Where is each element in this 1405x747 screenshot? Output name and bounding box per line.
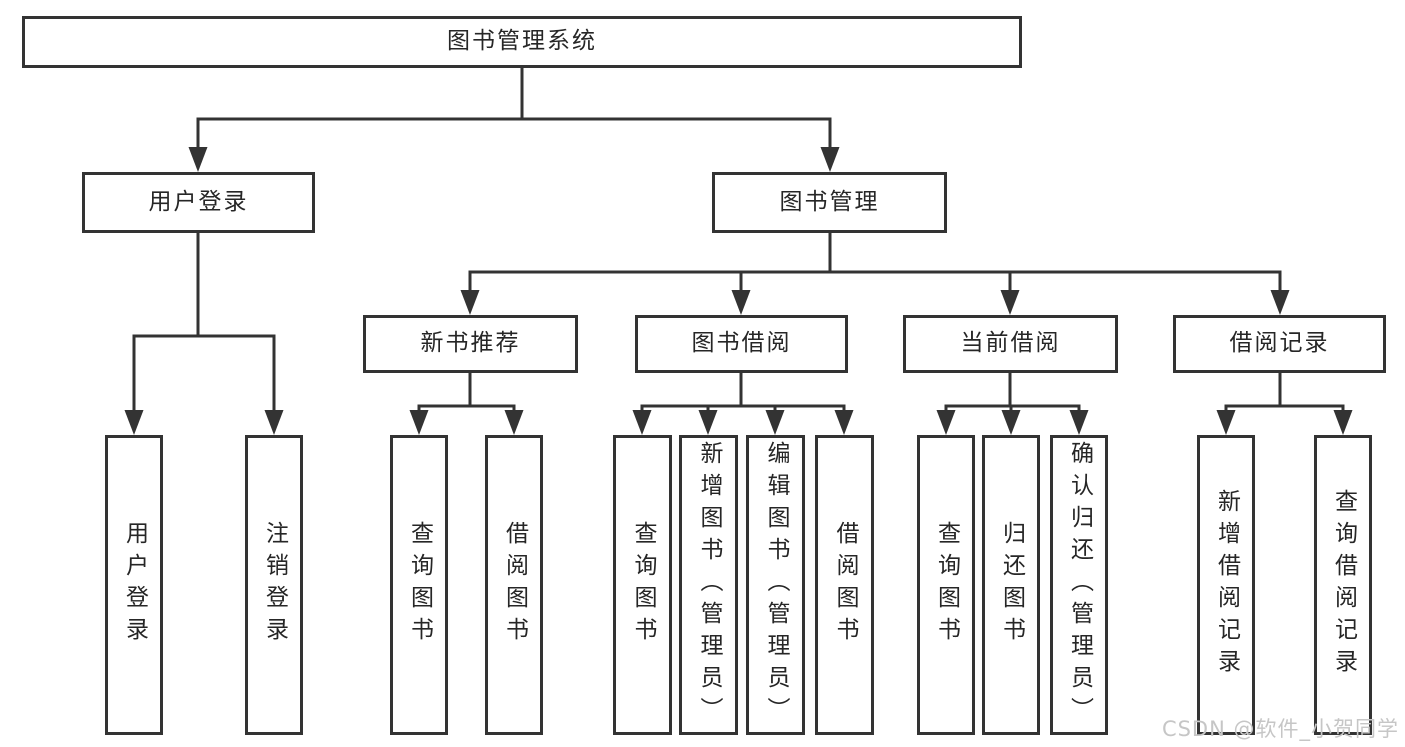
node-return-books: 归还图书 — [982, 435, 1040, 735]
arrowhead-icon — [1333, 410, 1353, 435]
node-edit-books-admin: 编辑图书（管理员） — [746, 435, 805, 735]
node-user-login-group: 用户登录 — [82, 172, 315, 233]
arrowhead-icon — [1270, 290, 1290, 315]
node-borrowing-records: 借阅记录 — [1173, 315, 1386, 373]
node-confirm-return-admin: 确认归还（管理员） — [1050, 435, 1108, 735]
arrowhead-icon — [188, 147, 208, 172]
arrowhead-icon — [765, 410, 785, 435]
node-add-books-admin: 新增图书（管理员） — [679, 435, 738, 735]
arrowhead-icon — [834, 410, 854, 435]
arrowhead-icon — [698, 410, 718, 435]
arrowhead-icon — [1069, 410, 1089, 435]
arrowhead-icon — [504, 410, 524, 435]
node-logout: 注销登录 — [245, 435, 303, 735]
arrowhead-icon — [1000, 290, 1020, 315]
arrowhead-icon — [264, 410, 284, 435]
node-root: 图书管理系统 — [22, 16, 1022, 68]
node-query-books-3: 查询图书 — [917, 435, 975, 735]
node-book-borrowing: 图书借阅 — [635, 315, 848, 373]
watermark: CSDN @软件_小贺同学 — [1161, 717, 1399, 741]
arrowhead-icon — [820, 147, 840, 172]
node-query-books-2: 查询图书 — [613, 435, 672, 735]
arrowhead-icon — [124, 410, 144, 435]
node-current-borrowing: 当前借阅 — [903, 315, 1118, 373]
arrowhead-icon — [1001, 410, 1021, 435]
node-query-books-1: 查询图书 — [390, 435, 448, 735]
node-book-management: 图书管理 — [712, 172, 947, 233]
node-add-borrow-record: 新增借阅记录 — [1197, 435, 1255, 735]
arrowhead-icon — [936, 410, 956, 435]
arrowhead-icon — [1216, 410, 1236, 435]
node-borrow-books-2: 借阅图书 — [815, 435, 874, 735]
node-borrow-books-1: 借阅图书 — [485, 435, 543, 735]
node-new-book-recommend: 新书推荐 — [363, 315, 578, 373]
arrowhead-icon — [460, 290, 480, 315]
arrowhead-icon — [731, 290, 751, 315]
arrowhead-icon — [632, 410, 652, 435]
node-query-borrow-record: 查询借阅记录 — [1314, 435, 1372, 735]
arrowhead-icon — [409, 410, 429, 435]
node-user-login: 用户登录 — [105, 435, 163, 735]
